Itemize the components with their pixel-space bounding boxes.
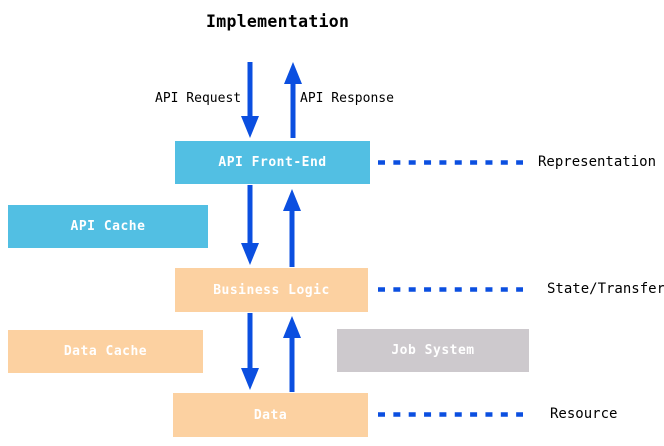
box-job-system: Job System [337, 329, 529, 372]
data-to-business-arrow [283, 316, 301, 392]
box-business-logic: Business Logic [175, 268, 368, 312]
annotation-state-transfer: State/Transfer [547, 281, 664, 297]
api-request-arrow [241, 62, 259, 138]
box-data: Data [173, 393, 368, 437]
api-response-label: API Response [300, 91, 394, 106]
diagram-title: Implementation [206, 12, 350, 31]
frontend-to-business-arrow [241, 185, 259, 265]
box-data-cache: Data Cache [8, 330, 203, 373]
api-request-label: API Request [155, 91, 242, 106]
business-to-frontend-arrow [283, 189, 301, 267]
box-api-cache: API Cache [8, 205, 208, 248]
box-api-front-end: API Front-End [175, 141, 370, 184]
business-to-data-arrow [241, 313, 259, 390]
annotation-resource: Resource [550, 406, 618, 422]
annotation-representation: Representation [538, 154, 657, 170]
